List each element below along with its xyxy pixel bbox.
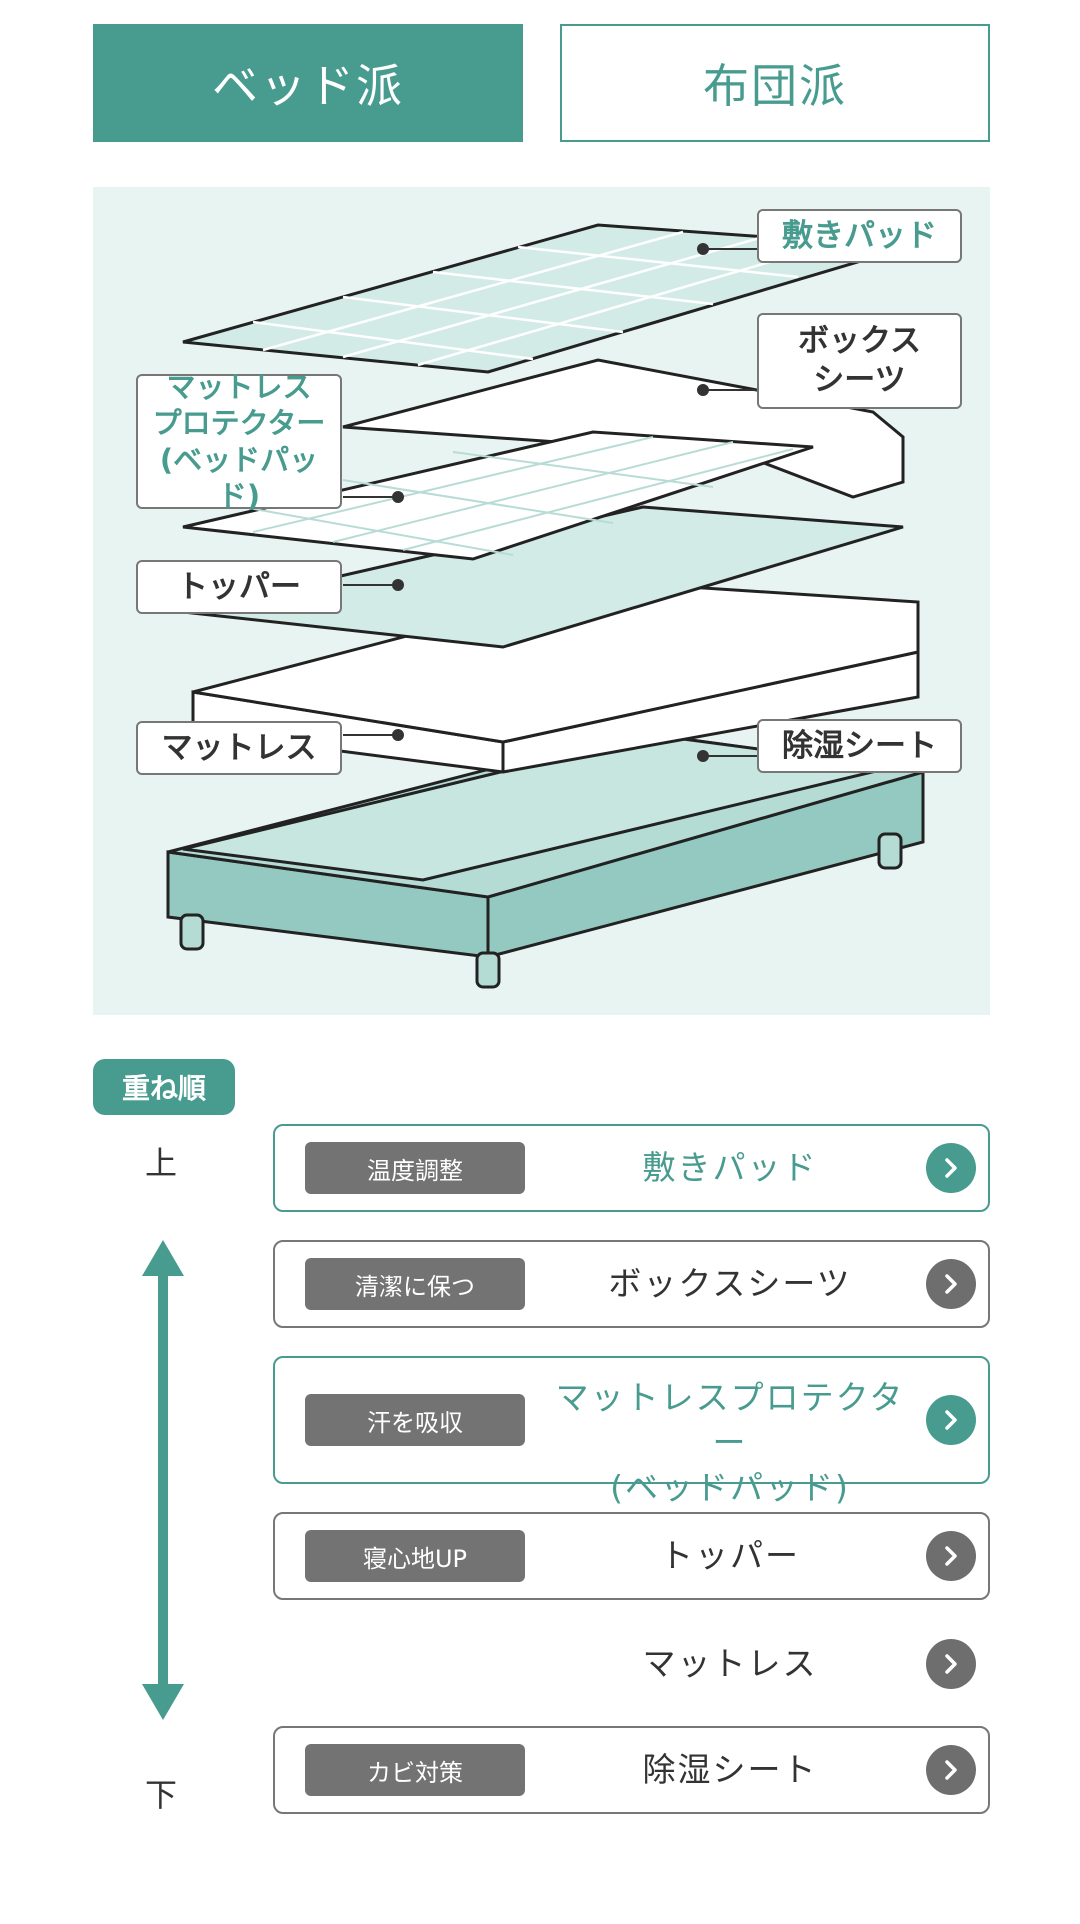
tag-sweat: 汗を吸収 [305,1394,525,1446]
layer-row-mattress[interactable]: マットレス [273,1620,990,1708]
chevron-right-icon [926,1639,976,1689]
layer-label: トッパー [660,1536,800,1575]
tab-futon[interactable]: 布団派 [560,24,990,142]
bed-layers-illustration: 敷きパッド ボックス シーツ マットレス プロテクター (ベッドパッド) トッパ… [93,187,990,1015]
label-pad: 敷きパッド [757,209,962,263]
chevron-right-icon [926,1259,976,1309]
label-protector: マットレス プロテクター (ベッドパッド) [136,370,342,513]
tag-mold: カビ対策 [305,1744,525,1796]
tab-bed[interactable]: ベッド派 [93,24,523,142]
order-top-label: 上 [145,1144,178,1182]
bed-futon-tabs: ベッド派 布団派 [93,24,990,142]
order-badge: 重ね順 [93,1059,235,1115]
layer-label: 除湿シート [642,1750,818,1789]
layer-row-topper[interactable]: 寝心地UP トッパー [273,1512,990,1600]
layer-label: 敷きパッド [642,1148,818,1187]
layer-row-dehumid[interactable]: カビ対策 除湿シート [273,1726,990,1814]
label-mattress: マットレス [136,721,342,775]
chevron-right-icon [926,1745,976,1795]
chevron-right-icon [926,1531,976,1581]
updown-arrow-icon [142,1240,184,1720]
layer-label: マットレスプロテクター (ベッドパッド) [555,1378,905,1507]
layer-label: ボックスシーツ [608,1264,852,1303]
tag-comfort: 寝心地UP [305,1530,525,1582]
label-topper: トッパー [136,560,342,614]
order-bottom-label: 下 [145,1776,178,1814]
layer-label: マットレス [642,1644,818,1683]
chevron-right-icon [926,1395,976,1445]
label-box-sheet: ボックス シーツ [757,313,962,409]
layer-row-protector[interactable]: 汗を吸収 マットレスプロテクター (ベッドパッド) [273,1356,990,1507]
layer-row-box-sheet[interactable]: 清潔に保つ ボックスシーツ [273,1240,990,1328]
label-dehumid: 除湿シート [757,719,962,773]
chevron-right-icon [926,1143,976,1193]
protector-shape [182,430,814,561]
tag-temperature: 温度調整 [305,1142,525,1194]
tag-clean: 清潔に保つ [305,1258,525,1310]
layer-row-pad[interactable]: 温度調整 敷きパッド [273,1124,990,1212]
bed-exploded-diagram [166,223,925,989]
